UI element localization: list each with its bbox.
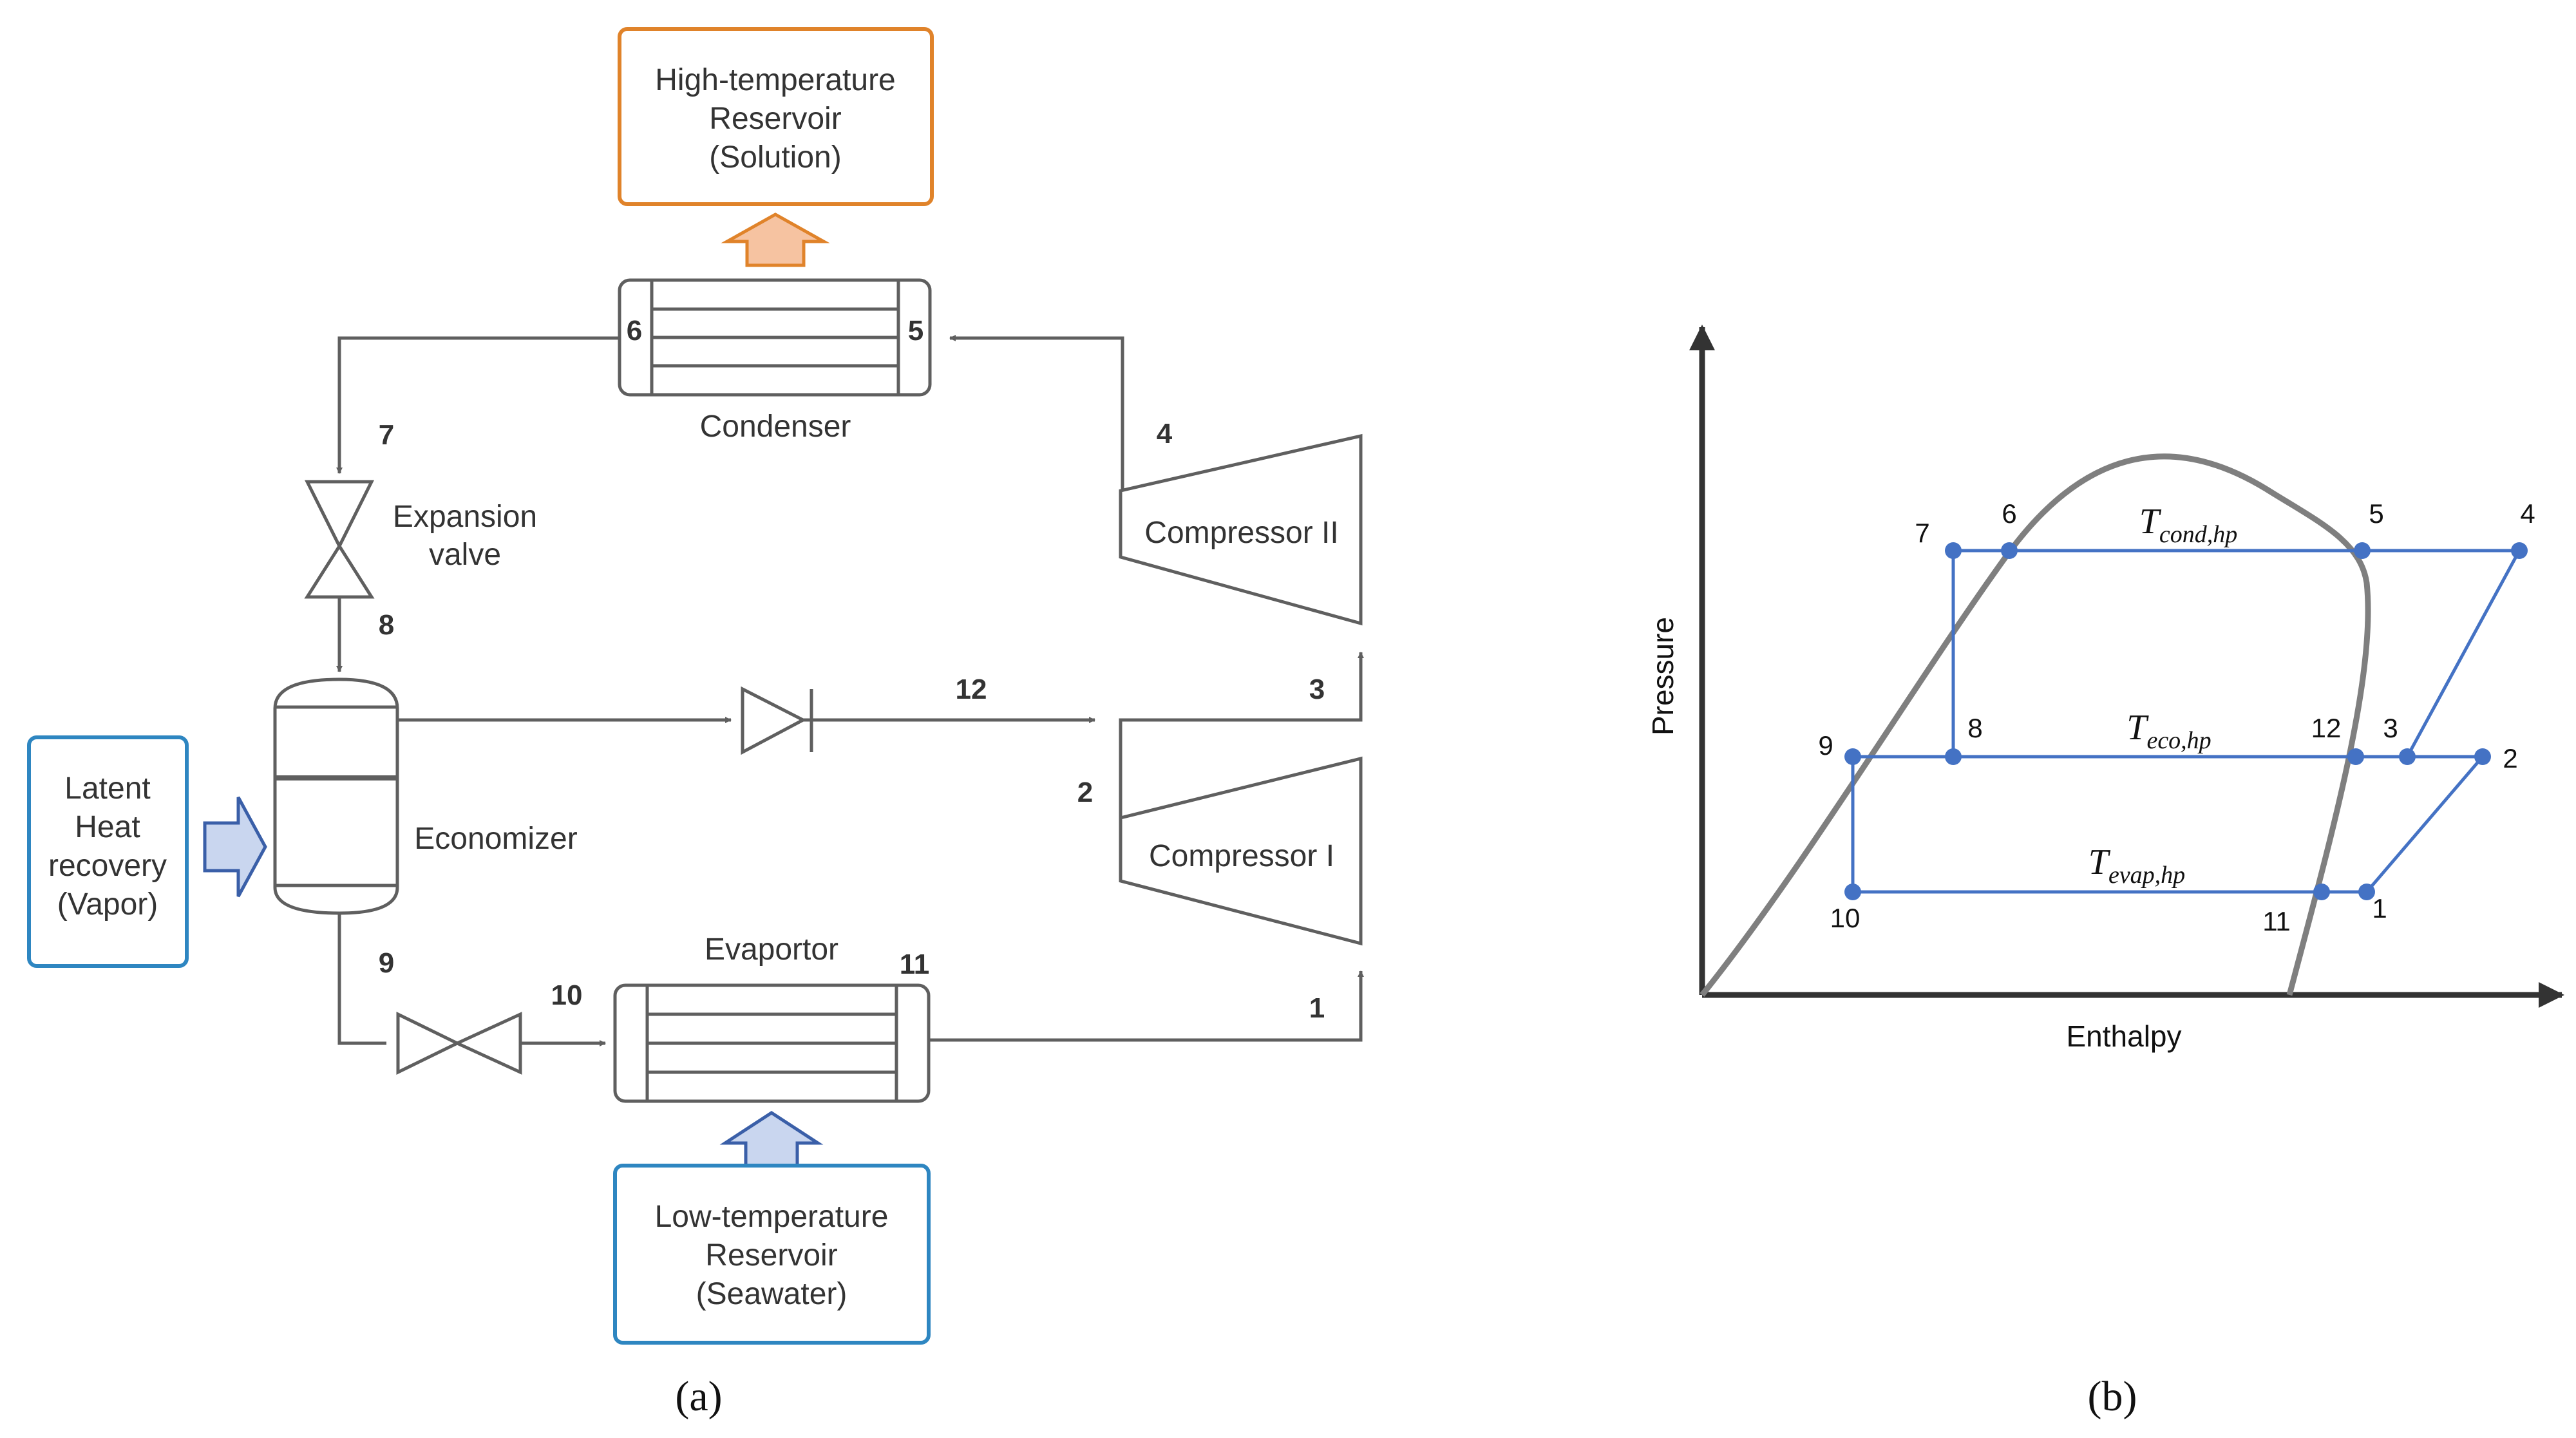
heat-in-arrow-bottom (719, 1111, 824, 1172)
expansion-valve-label-2: valve (429, 538, 501, 572)
label-6: 6 (2002, 498, 2016, 529)
svg-text:High-temperature: High-temperature (655, 63, 896, 97)
state-10: 10 (551, 979, 583, 1011)
label-3: 3 (2383, 713, 2398, 743)
svg-text:(Vapor): (Vapor) (57, 887, 158, 922)
point-3 (2399, 748, 2416, 765)
condenser (618, 278, 932, 397)
point-5 (2354, 542, 2371, 559)
panel-a: High-temperature Reservoir (Solution) Co… (27, 27, 1364, 1420)
compressor-ii (1119, 433, 1363, 626)
svg-text:recovery: recovery (48, 849, 167, 883)
label-5: 5 (2369, 498, 2383, 529)
state-11: 11 (900, 949, 930, 980)
point-10 (1844, 884, 1861, 900)
state-4: 4 (1157, 418, 1173, 449)
point-2 (2474, 748, 2491, 765)
isotherm-eco-label: Teco,hp (2126, 708, 2211, 754)
pipe-2-3 (1119, 652, 1364, 818)
state-2: 2 (1077, 777, 1093, 808)
svg-text:Reservoir: Reservoir (705, 1238, 837, 1272)
heat-in-arrow-side (203, 796, 267, 898)
compressor-ii-label: Compressor II (1144, 516, 1338, 550)
state-12: 12 (956, 674, 987, 705)
label-9: 9 (1818, 730, 1833, 761)
svg-text:Latent: Latent (64, 771, 150, 806)
evap-expansion-valve (396, 1011, 522, 1075)
state-9: 9 (379, 947, 394, 979)
low-temperature-reservoir: Low-temperature Reservoir (Seawater) (613, 1164, 931, 1345)
svg-text:Reservoir: Reservoir (709, 102, 841, 136)
label-4: 4 (2520, 498, 2535, 529)
label-8: 8 (1967, 713, 1982, 743)
saturation-dome (1700, 453, 2371, 997)
label-7: 7 (1915, 518, 1929, 548)
svg-text:(Seawater): (Seawater) (696, 1277, 848, 1311)
x-axis-label: Enthalpy (2066, 1019, 2181, 1053)
evaporator (613, 983, 931, 1103)
label-1: 1 (2372, 893, 2387, 923)
point-4 (2511, 542, 2528, 559)
state-5: 5 (908, 315, 923, 346)
economizer (273, 677, 399, 915)
cycle-lines (1851, 549, 2521, 894)
isotherm-cond-label: Tcond,hp (2139, 502, 2238, 548)
pipe-11-1 (929, 970, 1364, 1042)
svg-text:Heat: Heat (75, 810, 140, 844)
expansion-valve (304, 480, 375, 599)
state-3: 3 (1309, 674, 1325, 705)
pipe-eco-9 (337, 913, 386, 1045)
point-7 (1945, 542, 1962, 559)
label-10: 10 (1830, 903, 1861, 933)
pipe-4-5 (949, 335, 1124, 491)
caption-b: (b) (2088, 1373, 2137, 1420)
point-6 (2001, 542, 2018, 559)
economizer-label: Economizer (414, 822, 577, 856)
point-11 (2313, 884, 2330, 900)
svg-text:(Solution): (Solution) (709, 140, 841, 175)
condenser-label: Condenser (700, 410, 851, 444)
isotherm-evap-label: Tevap,hp (2088, 842, 2185, 889)
compressor-i (1119, 756, 1363, 946)
label-11: 11 (2262, 906, 2291, 936)
state-7: 7 (379, 419, 394, 451)
svg-text:Low-temperature: Low-temperature (655, 1200, 889, 1234)
point-12 (2347, 748, 2364, 765)
compressor-i-label: Compressor I (1149, 839, 1334, 873)
label-12: 12 (2311, 713, 2342, 743)
latent-heat-recovery: Latent Heat recovery (Vapor) (27, 735, 189, 968)
high-temperature-reservoir: High-temperature Reservoir (Solution) (618, 27, 934, 206)
pipe-6-7 (336, 336, 620, 474)
point-8 (1945, 748, 1962, 765)
point-9 (1844, 748, 1861, 765)
state-points (1844, 542, 2528, 900)
panel-b: Enthalpy Pressure (1646, 325, 2564, 1420)
state-8: 8 (379, 609, 394, 641)
state-6: 6 (627, 315, 642, 346)
label-2: 2 (2503, 743, 2517, 773)
point-1 (2358, 884, 2375, 900)
evaporator-label: Evaportor (705, 932, 838, 967)
heat-out-arrow (721, 213, 830, 267)
expansion-valve-label-1: Expansion (393, 500, 537, 534)
state-1: 1 (1309, 992, 1325, 1024)
y-axis-label: Pressure (1646, 617, 1680, 735)
check-valve (741, 686, 813, 755)
caption-a: (a) (675, 1373, 722, 1420)
